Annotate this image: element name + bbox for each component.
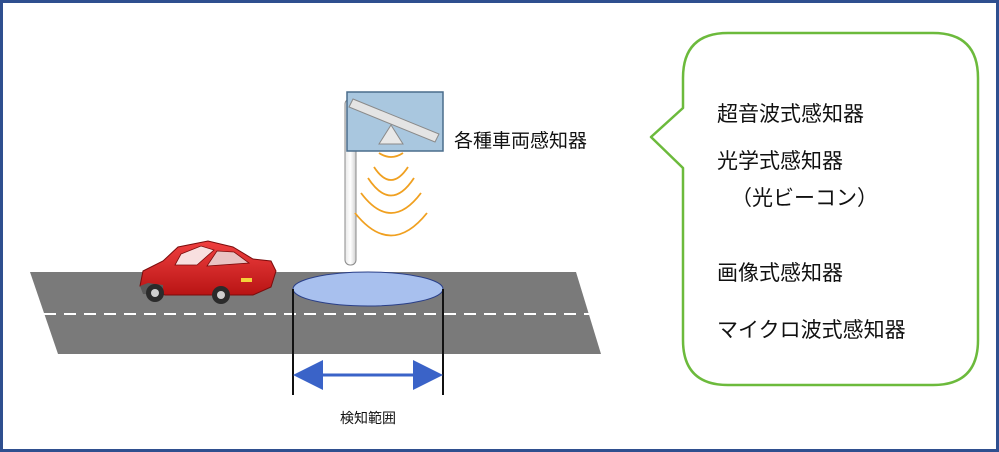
car-headlight [241, 278, 252, 282]
wave-2 [373, 166, 409, 181]
sensor-label: 各種車両感知器 [454, 130, 587, 152]
sensor-type-microwave: マイクロ波式感知器 [717, 318, 906, 342]
car [139, 240, 277, 304]
vehicle-detector-diagram: 検知範囲 各種車両感知器 超音波式感知器 光学式感知器 （光ビーコン） 画像式感… [30, 31, 980, 427]
wave-1 [378, 152, 404, 158]
range-label: 検知範囲 [340, 410, 396, 427]
sensor-type-optical: 光学式感知器 [717, 149, 843, 173]
wave-5 [354, 212, 428, 237]
wave-3 [367, 177, 415, 197]
wave-4 [360, 192, 422, 214]
car-side-window [206, 250, 251, 267]
sensor-type-ultrasonic: 超音波式感知器 [717, 102, 864, 126]
sensor-type-optical-beacon: （光ビーコン） [731, 186, 878, 210]
sensor-arm [348, 98, 440, 143]
sensor-types-bubble [649, 31, 980, 387]
sensor-type-image: 画像式感知器 [717, 261, 843, 285]
car-wheel-rear-hub [217, 291, 225, 299]
sensor-waves [354, 152, 428, 237]
car-wheel-front-hub [151, 289, 159, 297]
sensor-head [378, 124, 404, 145]
detection-area [292, 271, 444, 307]
car-windshield [174, 245, 215, 266]
